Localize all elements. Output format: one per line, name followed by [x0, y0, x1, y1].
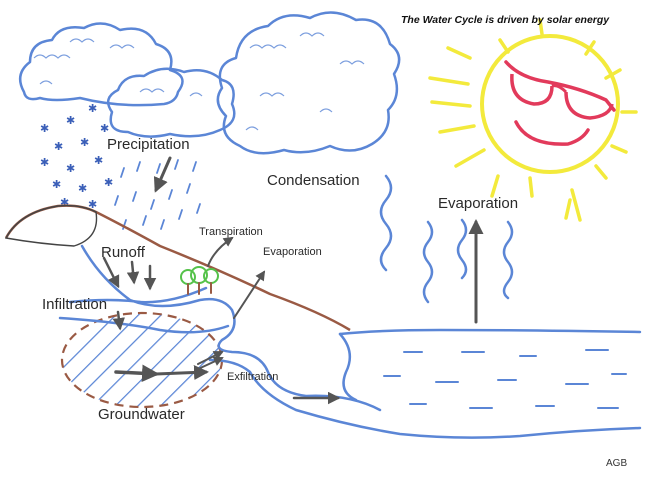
svg-text:✱: ✱	[80, 136, 89, 149]
cloud-icon	[18, 11, 401, 155]
svg-text:✱: ✱	[52, 178, 61, 191]
author-signature: AGB	[606, 458, 628, 469]
label-runoff: Runoff	[101, 244, 145, 261]
svg-text:✱: ✱	[78, 182, 87, 195]
svg-text:✱: ✱	[88, 102, 97, 115]
evaporation-vapor	[379, 174, 514, 304]
svg-text:✱: ✱	[94, 154, 103, 167]
svg-text:✱: ✱	[40, 156, 49, 169]
svg-text:✱: ✱	[104, 176, 113, 189]
label-transpiration: Transpiration	[199, 226, 263, 238]
caption-title: The Water Cycle is driven by solar energ…	[401, 14, 610, 26]
svg-text:✱: ✱	[66, 114, 75, 127]
label-condensation: Condensation	[267, 172, 360, 189]
label-groundwater: Groundwater	[98, 406, 185, 423]
svg-text:✱: ✱	[88, 198, 97, 211]
svg-text:✱: ✱	[100, 122, 109, 135]
label-precipitation: Precipitation	[107, 136, 190, 153]
land-surface	[4, 204, 351, 332]
snowflake-icon: ✱✱✱ ✱✱✱ ✱✱✱ ✱✱✱ ✱✱	[40, 102, 113, 211]
label-evaporation-sea: Evaporation	[438, 195, 519, 212]
svg-text:✱: ✱	[60, 196, 69, 209]
sea	[338, 328, 642, 409]
tree-icon	[180, 266, 219, 295]
svg-text:✱: ✱	[66, 162, 75, 175]
svg-text:✱: ✱	[40, 122, 49, 135]
arrow-icon	[102, 156, 484, 405]
sun-icon	[428, 18, 638, 222]
label-infiltration: Infiltration	[42, 296, 108, 313]
river-stream	[58, 244, 642, 439]
label-evaporation-land: Evaporation	[263, 246, 322, 258]
label-exfiltration: Exfiltration	[227, 371, 279, 383]
svg-text:✱: ✱	[54, 140, 63, 153]
groundwater-region	[60, 311, 224, 409]
rain-icon	[114, 159, 201, 230]
